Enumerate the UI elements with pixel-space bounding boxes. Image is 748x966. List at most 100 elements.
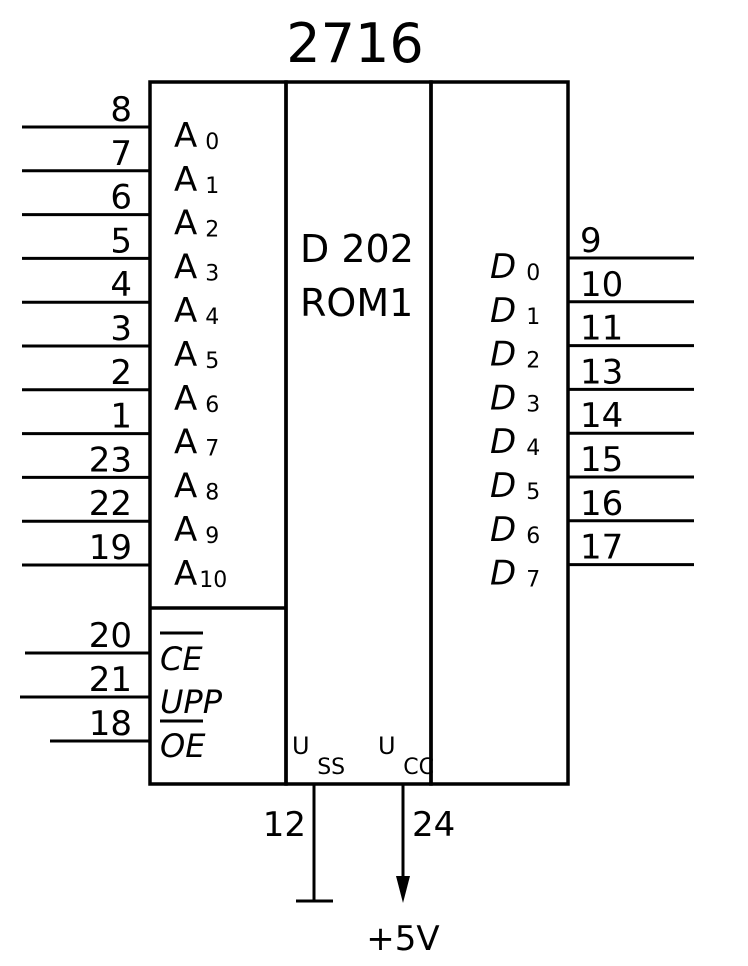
oe-label: OE (160, 727, 206, 765)
pin-number-vss: 12 (263, 805, 306, 845)
data-pin-number: 15 (580, 440, 623, 480)
supply-voltage-label: +5V (366, 919, 439, 959)
pin-number-oe: 18 (89, 704, 132, 744)
address-label-sub: 8 (205, 480, 219, 505)
address-pin-number: 19 (89, 528, 132, 568)
address-pin-number: 1 (110, 397, 132, 437)
address-label-sub: 7 (205, 437, 219, 462)
ground-pin: 12 (263, 784, 333, 903)
data-label-base: D (490, 554, 516, 594)
arrow-down-icon (396, 876, 410, 903)
address-label-base: A (174, 379, 197, 419)
control-pins: 20 CE 21 UPP 18 OE (20, 616, 223, 765)
address-pin-number: 7 (110, 134, 132, 174)
data-label-base: D (490, 335, 516, 375)
upp-label: UPP (160, 683, 223, 721)
address-label-base: A (174, 247, 197, 287)
data-pin-number: 13 (580, 352, 623, 392)
data-label-sub: 0 (526, 261, 540, 286)
data-label-base: D (490, 422, 516, 462)
address-pin-number: 6 (110, 178, 132, 218)
address-pin-number: 5 (110, 221, 132, 261)
address-label-base: A (174, 116, 197, 156)
data-label-sub: 2 (526, 349, 540, 374)
address-label-base: A (174, 204, 197, 244)
address-pin-number: 3 (110, 309, 132, 349)
address-label-base: A (174, 466, 197, 506)
data-pin-number: 9 (580, 221, 602, 261)
address-label-sub: 3 (205, 261, 219, 286)
pin-number-vcc: 24 (412, 805, 455, 845)
data-label-sub: 6 (526, 524, 540, 549)
chip-title: 2716 (286, 12, 423, 75)
address-label-base: A (174, 160, 197, 200)
vcc-label-sub: CC (403, 755, 434, 780)
address-pin-number: 4 (110, 265, 132, 305)
data-pin-number: 16 (580, 484, 623, 524)
pin-number-ce: 20 (89, 616, 132, 656)
address-label-sub: 6 (205, 393, 219, 418)
address-pin-label: A10 (174, 554, 227, 594)
data-label-sub: 7 (526, 568, 540, 593)
data-label-base: D (490, 510, 516, 550)
address-label-sub: 9 (205, 524, 219, 549)
data-pin-number: 11 (580, 309, 623, 349)
data-label-sub: 5 (526, 480, 540, 505)
center-section (284, 80, 433, 786)
vcc-label: U CC (378, 732, 434, 780)
address-pin-number: 23 (89, 440, 132, 480)
address-label-sub: 2 (205, 218, 219, 243)
data-label-sub: 4 (526, 436, 540, 461)
address-label-sub: 0 (205, 130, 219, 155)
address-pin-number: 8 (110, 90, 132, 130)
data-pin-number: 10 (580, 265, 623, 305)
device-type-label: ROM1 (300, 281, 413, 325)
address-pin-number: 2 (110, 353, 132, 393)
vss-label: U SS (292, 732, 345, 780)
data-label-sub: 3 (526, 392, 540, 417)
supply-pin: 24 +5V (366, 784, 455, 959)
ce-label: CE (160, 640, 203, 678)
address-label-base: A (174, 554, 197, 594)
data-pin-number: 14 (580, 396, 623, 436)
pin-number-upp: 21 (89, 660, 132, 700)
address-label-sub: 5 (205, 349, 219, 374)
address-label-base: A (174, 510, 197, 550)
data-label-base: D (490, 466, 516, 506)
address-label-base: A (174, 423, 197, 463)
data-label-base: D (490, 378, 516, 418)
vss-label-base: U (292, 732, 310, 760)
data-pin-number: 17 (580, 528, 623, 568)
data-label-base: D (490, 291, 516, 331)
vcc-label-base: U (378, 732, 396, 760)
address-label-sub: 4 (205, 305, 219, 330)
address-pin-number: 22 (89, 484, 132, 524)
address-label-base: A (174, 335, 197, 375)
address-label-sub: 1 (205, 174, 219, 199)
device-id-label: D 202 (300, 227, 414, 271)
data-label-sub: 1 (526, 305, 540, 330)
data-label-base: D (490, 247, 516, 287)
address-label-base: A (174, 291, 197, 331)
address-label-sub: 10 (199, 568, 227, 593)
